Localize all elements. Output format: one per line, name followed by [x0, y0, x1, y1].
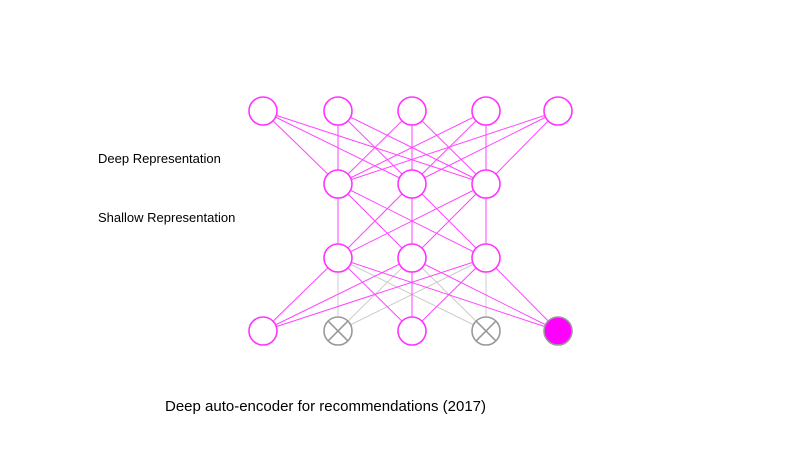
node-deep-2: [471, 169, 501, 199]
edge-input-4-deep-1: [411, 110, 559, 185]
node-circle: [397, 96, 427, 126]
edges-group: [262, 110, 559, 332]
edge-input-3-deep-0: [337, 110, 487, 185]
edge-input-4-deep-2: [485, 110, 559, 185]
edge-shallow-2-output-2: [411, 257, 487, 332]
node-circle: [471, 96, 501, 126]
node-input-1: [323, 96, 353, 126]
node-shallow-2: [471, 243, 501, 273]
node-circle: [471, 243, 501, 273]
node-output-4-filled: [543, 316, 573, 346]
edge-shallow-1-output-4: [411, 257, 559, 332]
node-circle: [323, 243, 353, 273]
node-input-3: [471, 96, 501, 126]
edge-shallow-2-output-0: [262, 257, 487, 332]
dropout-cross-line-1: [475, 320, 497, 342]
edge-shallow-0-output-4: [337, 257, 559, 332]
node-shallow-0: [323, 243, 353, 273]
node-circle: [397, 243, 427, 273]
node-output-0: [248, 316, 278, 346]
edge-shallow-2-output-4: [485, 257, 559, 332]
nodes-group: [248, 96, 573, 346]
node-input-0: [248, 96, 278, 126]
node-input-4: [543, 96, 573, 126]
edge-input-4-deep-0: [337, 110, 559, 185]
node-output-1-dropped: [323, 316, 353, 346]
edge-input-2-deep-0: [337, 110, 413, 185]
node-output-3-dropped: [471, 316, 501, 346]
node-deep-1: [397, 169, 427, 199]
node-circle: [323, 169, 353, 199]
node-circle: [543, 96, 573, 126]
node-circle: [543, 316, 573, 346]
edge-deep-2-shallow-0: [337, 183, 487, 259]
node-circle: [471, 169, 501, 199]
node-shallow-1: [397, 243, 427, 273]
node-circle: [248, 316, 278, 346]
node-output-2: [397, 316, 427, 346]
node-circle: [248, 96, 278, 126]
edge-shallow-1-output-0: [262, 257, 413, 332]
node-circle: [323, 96, 353, 126]
node-circle: [397, 316, 427, 346]
node-deep-0: [323, 169, 353, 199]
edge-deep-1-shallow-0: [337, 183, 413, 259]
node-input-2: [397, 96, 427, 126]
edge-shallow-0-output-0: [262, 257, 339, 332]
diagram-caption: Deep auto-encoder for recommendations (2…: [165, 398, 487, 415]
deep-representation-label: Deep Representation: [98, 151, 221, 166]
node-circle: [397, 169, 427, 199]
dropout-cross-line-1: [327, 320, 349, 342]
edge-input-0-deep-0: [262, 110, 339, 185]
edge-deep-2-shallow-1: [411, 183, 487, 259]
shallow-representation-label: Shallow Representation: [98, 210, 236, 225]
